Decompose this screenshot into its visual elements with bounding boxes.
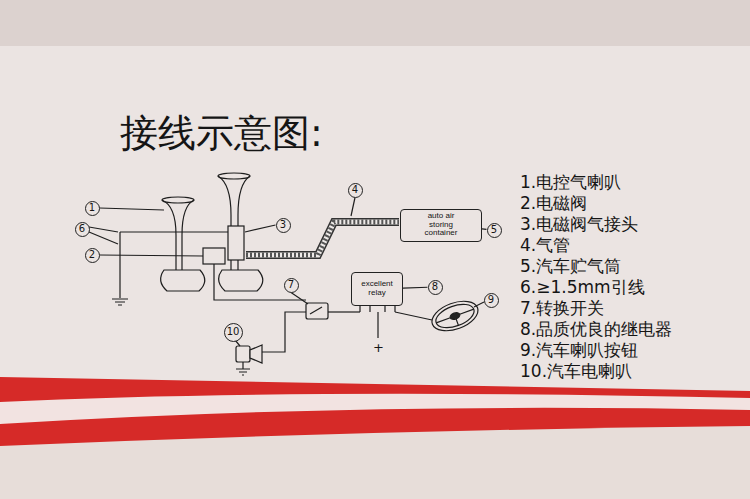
wheel-rim: [433, 300, 477, 332]
legend-list-item: 10.汽车电喇叭: [520, 363, 632, 380]
ground-symbol: [112, 299, 128, 305]
valve-air-connector: [228, 226, 244, 260]
legend-list-item: 6.≥1.5mm引线: [520, 279, 645, 296]
electric-horn: [236, 346, 250, 362]
leader-line: [482, 228, 487, 230]
callout-number: 5: [487, 223, 502, 238]
leader-line: [474, 302, 484, 307]
wire: [377, 312, 378, 338]
legend-list-item: 9.汽车喇叭按钮: [520, 342, 638, 359]
legend-list-item: 2.电磁阀: [520, 195, 587, 212]
relay-pins: [360, 306, 395, 312]
component-box: excellent relay: [351, 272, 403, 306]
callout-text: 9: [488, 295, 494, 305]
wire: [395, 312, 432, 320]
callout-text: 4: [352, 185, 358, 195]
leader-line: [100, 208, 165, 210]
legend-list-item: 8.品质优良的继电器: [520, 321, 672, 338]
leader-line: [89, 227, 118, 244]
line-art: [89, 173, 484, 375]
callout-text: 3: [280, 220, 286, 230]
wire: [120, 231, 228, 232]
solenoid-valve: [203, 248, 225, 264]
leader-line: [291, 293, 308, 305]
wheel-rim: [428, 296, 482, 337]
callout-text: 6: [79, 224, 85, 234]
box-flap: [0, 0, 750, 46]
callout-text: 8: [432, 282, 438, 292]
callout-text: 7: [288, 280, 294, 290]
horn-base: [219, 270, 263, 291]
steering-wheel: [428, 296, 482, 337]
callout-number: 1: [85, 201, 100, 216]
callout-number: 10: [224, 323, 243, 342]
air-horn: [162, 200, 194, 270]
horn-bell: [218, 173, 250, 179]
polarity-mark: +: [373, 341, 384, 354]
callout-number: 8: [428, 280, 443, 295]
air-hose: [246, 222, 399, 255]
lower-ground: [0, 426, 750, 499]
callout-text: 2: [89, 250, 95, 260]
callout-number: 6: [75, 222, 90, 237]
switch: [306, 303, 328, 319]
leader-line: [351, 198, 355, 217]
callout-text: 1: [89, 203, 95, 213]
wire: [119, 232, 120, 298]
wire: [214, 264, 306, 300]
wire: [262, 312, 306, 352]
callout-number: 2: [85, 248, 100, 263]
switch-lever: [310, 307, 322, 314]
white-swoosh: [0, 394, 750, 424]
legend-list-item: 7.转换开关: [520, 300, 604, 317]
horn-base: [161, 270, 205, 291]
leader-line: [403, 287, 428, 289]
red-band: [0, 377, 750, 499]
electric-horn: [250, 345, 262, 363]
callout-number: 7: [284, 278, 299, 293]
legend-list-item: 4.气管: [520, 237, 570, 254]
ground-symbol: [236, 362, 250, 375]
callout-text: 5: [491, 225, 497, 235]
leader-line: [100, 255, 204, 256]
callout-number: 3: [276, 218, 291, 233]
box-label: excellent relay: [356, 280, 398, 298]
callout-number: 9: [484, 293, 499, 308]
horn-bell: [162, 197, 194, 203]
horn-button: [449, 311, 460, 320]
legend-list-item: 5.汽车贮气筒: [520, 258, 621, 275]
air-hose: [246, 222, 399, 255]
wheel-spokes: [436, 309, 477, 332]
callout-text: 10: [227, 327, 240, 337]
box-label: auto air storing container: [419, 212, 463, 238]
callout-number: 4: [348, 183, 363, 198]
legend-list-item: 1.电控气喇叭: [520, 174, 621, 191]
wire: [328, 311, 360, 312]
air-hose-braid: [246, 222, 399, 255]
diagram-title: 接线示意图:: [120, 114, 323, 152]
leader-line: [245, 225, 276, 232]
legend-list-item: 3.电磁阀气接头: [520, 216, 638, 233]
component-box: auto air storing container: [400, 209, 482, 242]
